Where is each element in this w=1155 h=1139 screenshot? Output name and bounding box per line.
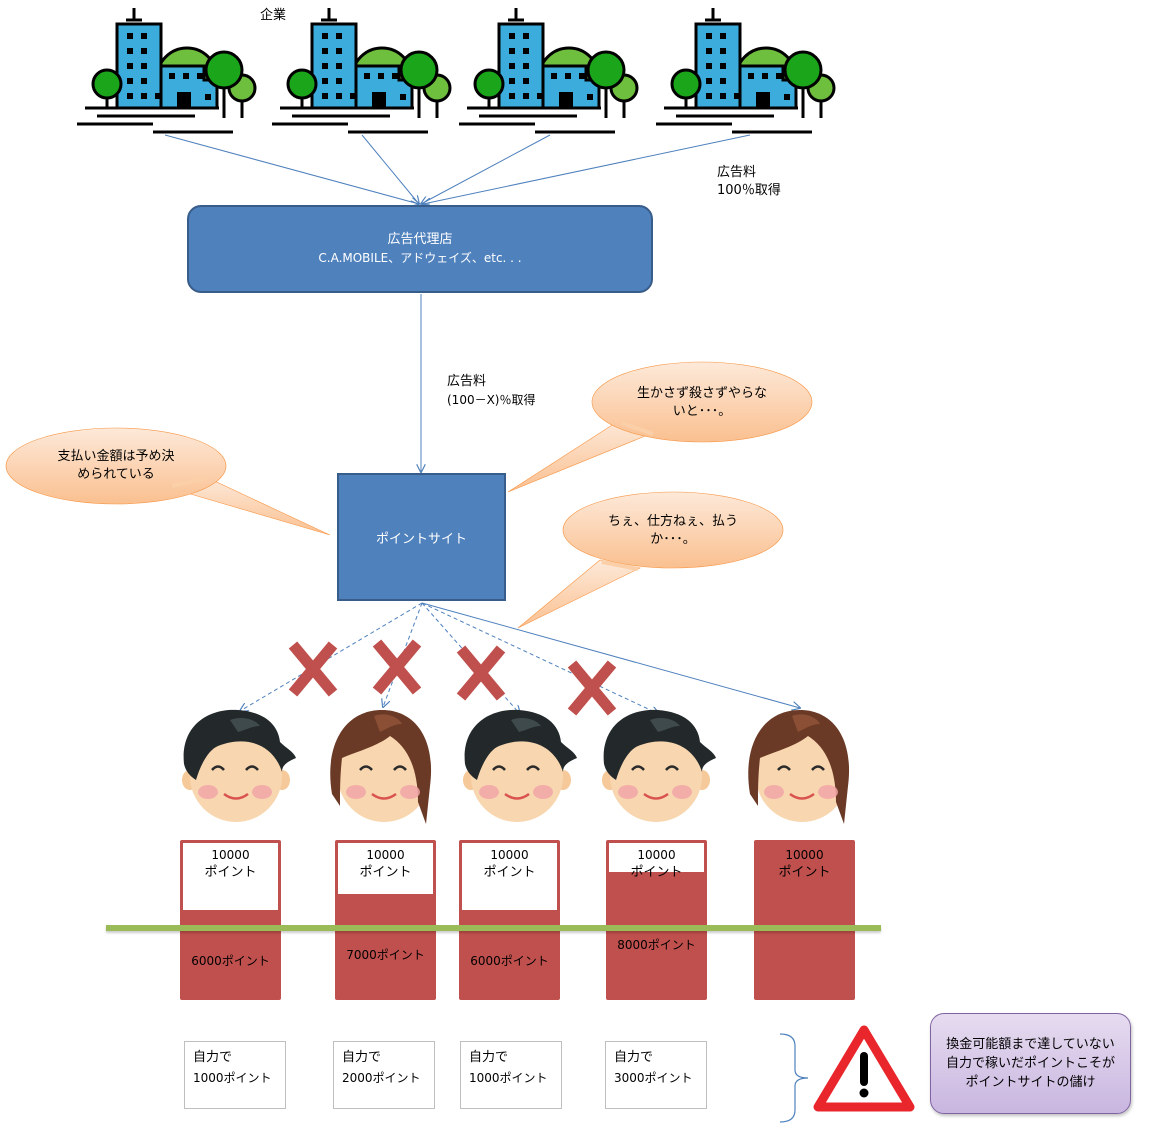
points-total-value: 10000 (785, 848, 824, 862)
bubble-bottom-right-line1: ちぇ、仕方ねぇ、払う (607, 514, 738, 529)
fee-top-line2: 100％取得 (717, 183, 781, 198)
point-site-label: ポイントサイト (375, 531, 467, 547)
arrow-user-1-dashed (240, 602, 423, 711)
arrow-company-4 (423, 134, 751, 204)
avatar-man-black-hair (598, 706, 718, 830)
profit-note-text: 換金可能額まで達していない自力で稼いだポイントこそがポイントサイトの儲け (945, 1037, 1115, 1090)
points-earned-label: 6000ポイント (191, 954, 270, 968)
self-earned-note: 自力で 1000ポイント (184, 1041, 286, 1109)
avatar-man-black-hair (178, 706, 298, 830)
points-total-value: 10000 (637, 848, 676, 862)
arrow-company-3 (421, 134, 551, 204)
fee-top-line1: 広告料 (717, 165, 757, 180)
self-earned-note: 自力で 2000ポイント (333, 1041, 435, 1109)
office-building-icon (656, 0, 836, 144)
points-bar: 10000 ポイント (754, 840, 855, 1000)
points-total-label: 10000 ポイント (180, 846, 281, 882)
office-building-icon (459, 0, 639, 144)
self-earned-line2: 3000ポイント (614, 1071, 693, 1085)
points-total-value: 10000 (366, 848, 405, 862)
fee-middle-line2: (100－X)％取得 (447, 393, 536, 407)
self-earned-note: 自力で 1000ポイント (460, 1041, 562, 1109)
bubble-left-line1: 支払い金額は予め決 (57, 449, 175, 464)
arrow-user-5-solid (421, 602, 800, 708)
points-total-value: 10000 (211, 848, 250, 862)
ad-agency-subtitle: C.A.MOBILE、アドウェイズ、etc. . . (318, 251, 522, 265)
bubble-top-right-line1: 生かさず殺さずやらな (636, 386, 767, 401)
points-total-value: 10000 (490, 848, 529, 862)
points-remaining-area (338, 843, 433, 894)
arrow-company-1 (164, 134, 419, 204)
avatar-man-black-hair (459, 706, 579, 830)
fee-middle-label: 広告料 (100－X)％取得 (447, 373, 536, 409)
points-total-label: 10000 ポイント (335, 846, 436, 882)
points-remaining-area (609, 843, 704, 872)
self-earned-line1: 自力で (342, 1050, 382, 1065)
arrow-user-4-dashed (421, 602, 659, 714)
points-total-label: 10000 ポイント (459, 846, 560, 882)
bubble-top-right-line2: いと･･･。 (672, 404, 732, 419)
self-earned-line1: 自力で (614, 1050, 654, 1065)
self-earned-line1: 自力で (193, 1050, 233, 1065)
office-building-icon (77, 0, 257, 144)
points-total-unit: ポイント (204, 865, 257, 880)
points-remaining-area (183, 843, 278, 910)
company-to-agency-arrows (164, 134, 751, 204)
points-earned-label: 8000ポイント (617, 938, 696, 952)
points-total-label: 10000 ポイント (754, 846, 855, 882)
points-total-unit: ポイント (483, 865, 536, 880)
bubble-left-text: 支払い金額は予め決 められている (30, 448, 202, 484)
point-site-box[interactable]: ポイントサイト (337, 473, 506, 601)
office-building-icon (272, 0, 452, 144)
self-earned-line2: 2000ポイント (342, 1071, 421, 1085)
points-earned-label: 7000ポイント (346, 948, 425, 962)
cross-icon-4 (567, 660, 617, 716)
bubble-bottom-right-line2: か･･･。 (650, 532, 696, 547)
points-total-unit: ポイント (778, 865, 831, 880)
points-bar: 10000 ポイント 6000ポイント (459, 840, 560, 1000)
warning-triangle-icon (813, 1025, 915, 1112)
cross-icon-1 (288, 641, 338, 697)
bracket-icon (779, 1033, 809, 1123)
bubble-top-right-text: 生かさず殺さずやらな いと･･･。 (612, 385, 792, 421)
fee-top-label: 広告料 100％取得 (717, 164, 781, 200)
pointsite-to-user-arrows (240, 602, 800, 714)
ad-agency-box[interactable]: 広告代理店 C.A.MOBILE、アドウェイズ、etc. . . (187, 205, 653, 293)
speech-bubble-left (5, 427, 331, 536)
cross-icon-3 (456, 645, 506, 701)
self-earned-line2: 1000ポイント (469, 1071, 548, 1085)
bubble-left-line2: められている (77, 467, 155, 482)
arrow-user-2-dashed (383, 602, 423, 707)
self-earned-line1: 自力で (469, 1050, 509, 1065)
points-earned-label: 6000ポイント (470, 954, 549, 968)
self-earned-line2: 1000ポイント (193, 1071, 272, 1085)
fee-middle-line1: 広告料 (447, 374, 487, 389)
points-bar: 10000 ポイント 7000ポイント (335, 840, 436, 1000)
self-earned-note: 自力で 3000ポイント (605, 1041, 707, 1109)
points-bar: 10000 ポイント 6000ポイント (180, 840, 281, 1000)
points-remaining-area (462, 843, 557, 910)
points-bar: 10000 ポイント 8000ポイント (606, 840, 707, 1000)
avatar-woman-brown-hair (744, 706, 864, 830)
points-total-unit: ポイント (359, 865, 412, 880)
points-total-label: 10000 ポイント (606, 846, 707, 882)
redemption-threshold-line (106, 925, 881, 931)
companies-label: 企業 (260, 8, 287, 23)
bubble-bottom-right-text: ちぇ、仕方ねぇ、払う か･･･。 (583, 513, 763, 549)
arrow-user-3-dashed (421, 602, 520, 714)
speech-bubble-bottom-right (517, 491, 784, 629)
speech-bubble-top-right (507, 361, 813, 493)
profit-note-box: 換金可能額まで達していない自力で稼いだポイントこそがポイントサイトの儲け (930, 1013, 1131, 1114)
arrow-company-2 (361, 134, 419, 204)
points-total-unit: ポイント (630, 865, 683, 880)
cross-icon-2 (372, 639, 422, 695)
avatar-woman-brown-hair (326, 706, 446, 830)
ad-agency-title: 広告代理店 (387, 232, 453, 247)
